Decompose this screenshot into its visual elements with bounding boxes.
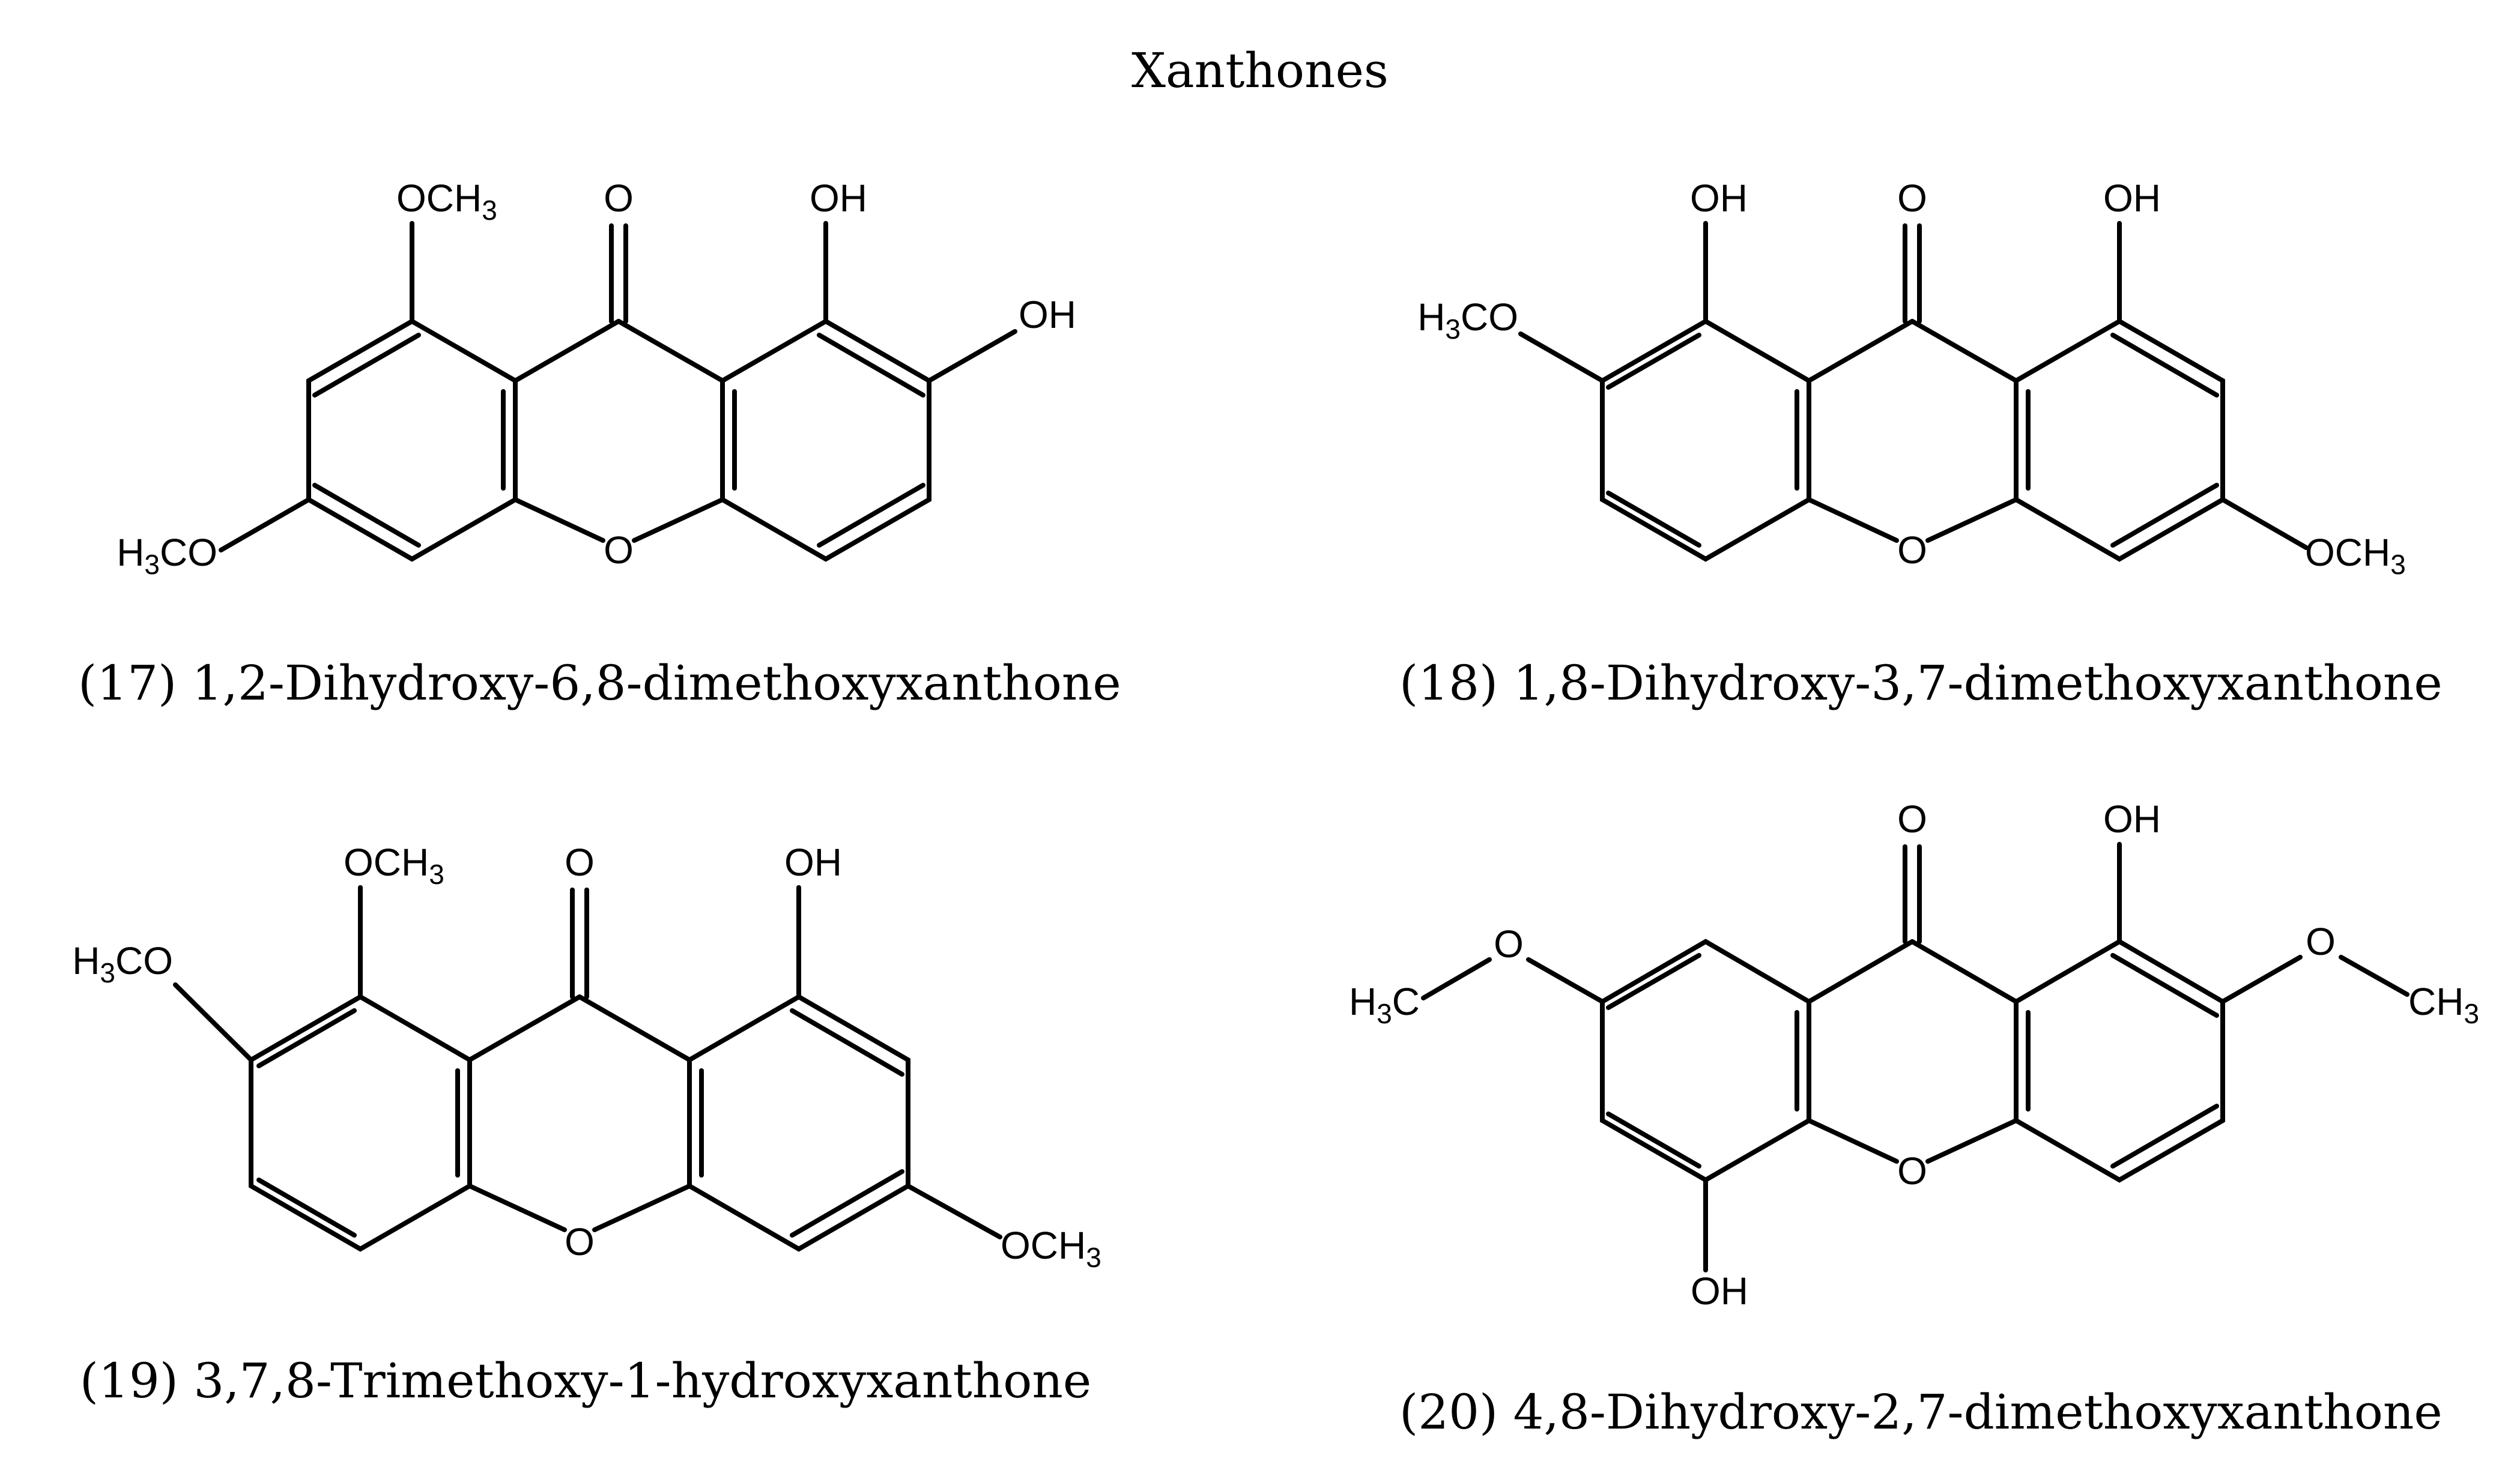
- compound-20-right-methyl: CH3: [2408, 980, 2479, 1029]
- compound-17-structure: [219, 221, 1017, 562]
- compound-17-caption: (17) 1,2-Dihydroxy-6,8-dimethoxyxanthone: [78, 655, 1121, 711]
- compound-20-hydroxy-bottom: OH: [1691, 1269, 1748, 1313]
- compound-18-hydroxy-top-left: OH: [1690, 177, 1748, 220]
- compound-19-ring-oxygen: O: [565, 1220, 595, 1263]
- compound-19-methoxy-top: OCH3: [344, 841, 444, 890]
- compound-17-atom-labels: O O OCH3 OH OH H3CO: [117, 177, 1076, 580]
- compound-20-left-ether-oxygen: O: [1494, 922, 1524, 966]
- compound-17-hydroxy-right: OH: [1019, 293, 1076, 336]
- compound-18-atom-labels: O O OH OH H3CO OCH3: [1417, 177, 2406, 580]
- compound-18-ring-oxygen: O: [1897, 528, 1927, 572]
- compound-17-methoxy-left: H3CO: [117, 531, 217, 580]
- compound-20-atom-labels: O O OH OH O H3C O CH3: [1349, 797, 2479, 1313]
- compound-19-hydroxy-top: OH: [784, 841, 842, 884]
- compound-20-left-methyl: H3C: [1349, 980, 1420, 1029]
- compound-17-ring-oxygen: O: [604, 528, 634, 572]
- compound-19-methoxy-left: H3CO: [72, 939, 173, 988]
- compound-18-methoxy-right: OCH3: [2305, 531, 2406, 580]
- compound-18-methoxy-left: H3CO: [1417, 295, 1518, 345]
- compound-20-structure: [1421, 842, 2409, 1272]
- compound-18-hydroxy-top-right: OH: [2103, 177, 2161, 220]
- compound-19-caption: (19) 3,7,8-Trimethoxy-1-hydroxyxanthone: [79, 1353, 1092, 1409]
- compound-18-caption: (18) 1,8-Dihydroxy-3,7-dimethoxyxanthone: [1399, 655, 2443, 711]
- compound-19-atom-labels: O O OCH3 OH H3CO OCH3: [72, 841, 1101, 1273]
- compound-20-hydroxy-top: OH: [2103, 797, 2161, 841]
- figure-title: Xanthones: [1131, 43, 1389, 98]
- compound-20-right-ether-oxygen: O: [2306, 920, 2336, 963]
- compound-17-carbonyl-oxygen: O: [604, 177, 634, 220]
- compound-20-ring-oxygen: O: [1897, 1149, 1927, 1193]
- compound-18-carbonyl-oxygen: O: [1897, 177, 1927, 220]
- compound-19-methoxy-right: OCH3: [1001, 1224, 1101, 1273]
- compound-19-structure: [173, 885, 1002, 1252]
- compound-19-carbonyl-oxygen: O: [565, 841, 595, 884]
- compound-17-methoxy-top: OCH3: [396, 177, 497, 226]
- compound-17-hydroxy-top: OH: [810, 177, 867, 220]
- compound-18-structure: [1518, 221, 2309, 562]
- compound-20-carbonyl-oxygen: O: [1897, 797, 1927, 841]
- compound-20-caption: (20) 4,8-Dihydroxy-2,7-dimethoxyxanthone: [1399, 1384, 2443, 1440]
